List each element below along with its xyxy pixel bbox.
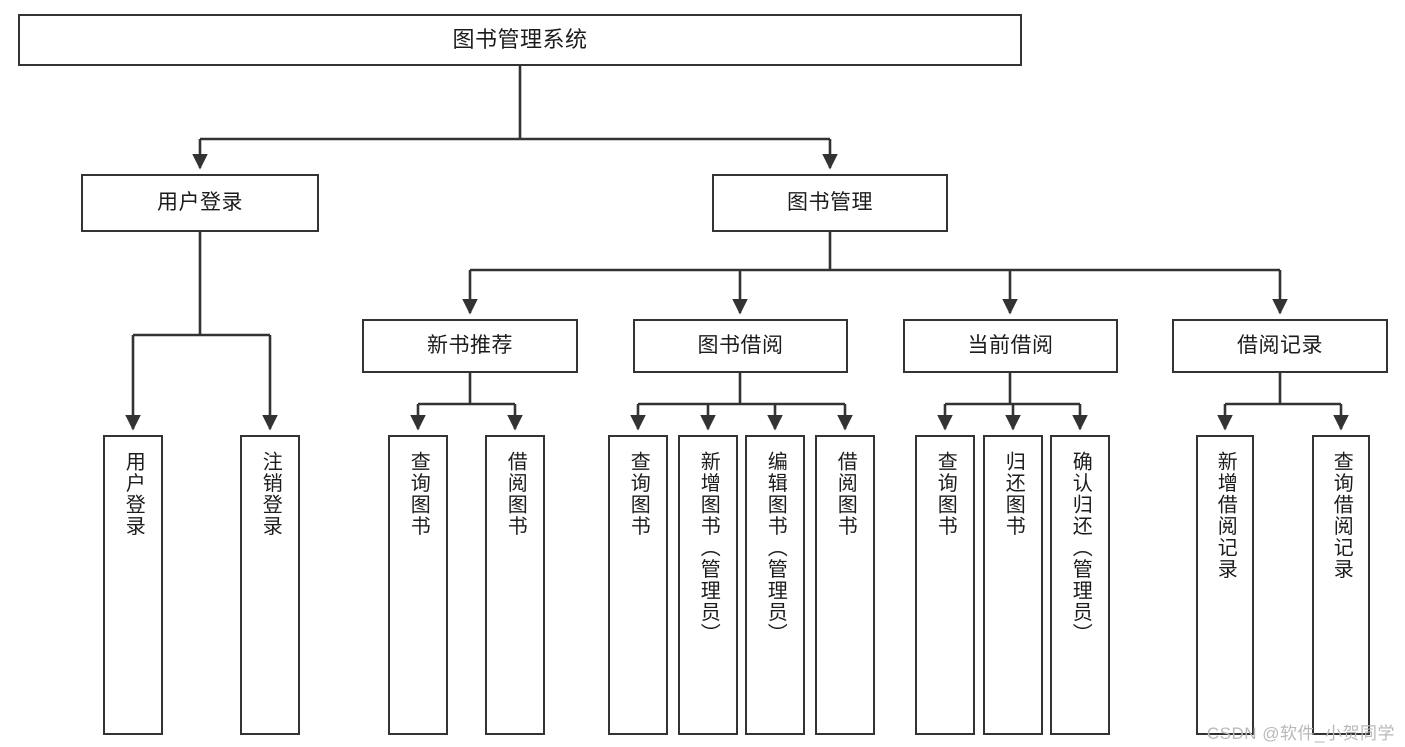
node-leaf-query-book-3[interactable]: 查询图书 <box>915 435 975 735</box>
node-root-label: 图书管理系统 <box>452 27 588 53</box>
node-leaf-edit-book-label: 编辑图书（管理员） <box>764 451 787 645</box>
node-new-book-recommend-label: 新书推荐 <box>427 333 513 357</box>
node-leaf-add-record-label: 新增借阅记录 <box>1214 451 1237 580</box>
node-leaf-borrow-book-2-label: 借阅图书 <box>834 451 857 537</box>
node-current-borrow[interactable]: 当前借阅 <box>903 319 1118 373</box>
node-current-borrow-label: 当前借阅 <box>967 333 1054 357</box>
node-leaf-borrow-book-2[interactable]: 借阅图书 <box>815 435 875 735</box>
node-book-borrow-label: 图书借阅 <box>697 333 784 357</box>
node-leaf-add-record[interactable]: 新增借阅记录 <box>1196 435 1254 735</box>
node-user-login[interactable]: 用户登录 <box>81 174 319 232</box>
node-book-management-label: 图书管理 <box>787 190 873 214</box>
node-leaf-add-book-label: 新增图书（管理员） <box>697 451 720 645</box>
node-leaf-query-book-2[interactable]: 查询图书 <box>608 435 668 735</box>
node-leaf-query-book-3-label: 查询图书 <box>934 451 957 537</box>
node-leaf-borrow-book-1[interactable]: 借阅图书 <box>485 435 545 735</box>
node-leaf-user-logout[interactable]: 注销登录 <box>240 435 300 735</box>
node-borrow-record-label: 借阅记录 <box>1237 333 1323 357</box>
node-leaf-query-record-label: 查询借阅记录 <box>1330 451 1353 580</box>
node-leaf-query-book-1-label: 查询图书 <box>407 451 430 537</box>
node-leaf-user-login[interactable]: 用户登录 <box>103 435 163 735</box>
node-leaf-query-record[interactable]: 查询借阅记录 <box>1312 435 1370 735</box>
node-leaf-add-book[interactable]: 新增图书（管理员） <box>678 435 738 735</box>
node-user-login-label: 用户登录 <box>157 190 243 214</box>
node-new-book-recommend[interactable]: 新书推荐 <box>362 319 578 373</box>
node-leaf-query-book-1[interactable]: 查询图书 <box>388 435 448 735</box>
node-leaf-user-login-label: 用户登录 <box>122 451 145 537</box>
node-leaf-return-book[interactable]: 归还图书 <box>983 435 1043 735</box>
watermark-text: CSDN @软件_小贺同学 <box>1206 724 1395 743</box>
node-book-management[interactable]: 图书管理 <box>712 174 948 232</box>
node-leaf-edit-book[interactable]: 编辑图书（管理员） <box>745 435 805 735</box>
node-leaf-confirm-return-label: 确认归还（管理员） <box>1069 451 1092 645</box>
node-borrow-record[interactable]: 借阅记录 <box>1172 319 1388 373</box>
node-leaf-query-book-2-label: 查询图书 <box>627 451 650 537</box>
node-leaf-user-logout-label: 注销登录 <box>259 451 282 537</box>
node-leaf-confirm-return[interactable]: 确认归还（管理员） <box>1050 435 1110 735</box>
node-leaf-return-book-label: 归还图书 <box>1002 451 1025 537</box>
node-book-borrow[interactable]: 图书借阅 <box>633 319 848 373</box>
node-leaf-borrow-book-1-label: 借阅图书 <box>504 451 527 537</box>
node-root[interactable]: 图书管理系统 <box>18 14 1022 66</box>
